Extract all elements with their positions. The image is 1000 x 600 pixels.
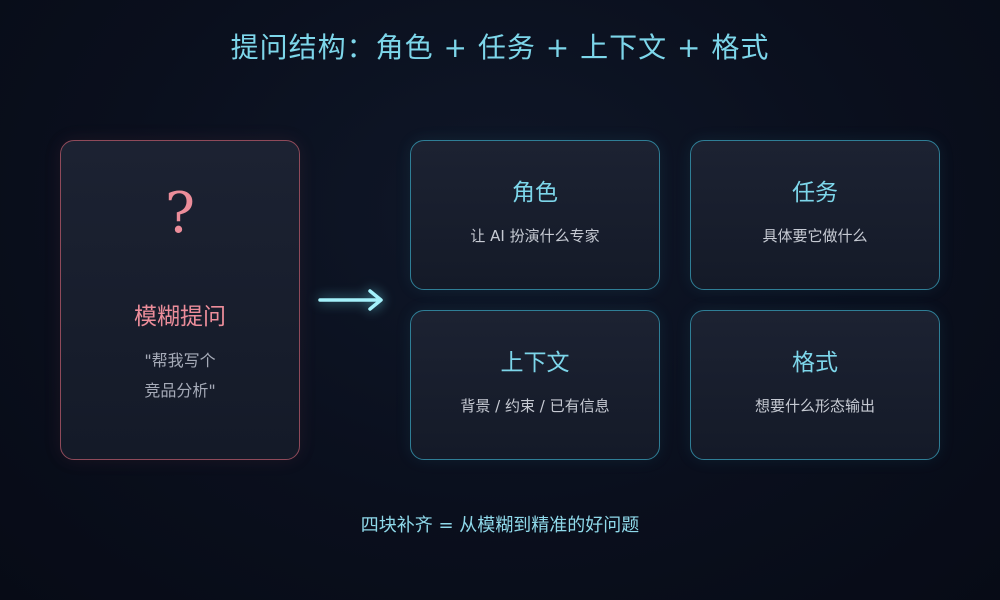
question-mark-icon: ? (164, 181, 196, 246)
context-card-title: 上下文 (500, 350, 570, 376)
context-card: 上下文 背景 / 约束 / 已有信息 (410, 310, 660, 460)
vague-example-line-1: "帮我写个 (144, 351, 216, 370)
task-card: 任务 具体要它做什么 (690, 140, 940, 290)
role-card: 角色 让 AI 扮演什么专家 (410, 140, 660, 290)
format-card-desc: 想要什么形态输出 (754, 397, 875, 415)
role-card-title: 角色 (512, 180, 558, 206)
task-card-title: 任务 (792, 180, 838, 206)
format-card: 格式 想要什么形态输出 (690, 310, 940, 460)
vague-question-example: "帮我写个 竞品分析" (60, 346, 300, 406)
context-card-desc: 背景 / 约束 / 已有信息 (460, 397, 610, 415)
vague-example-line-2: 竞品分析" (144, 381, 216, 400)
vague-question-card (60, 140, 300, 460)
summary-caption: 四块补齐 = 从模糊到精准的好问题 (360, 515, 640, 536)
right-arrow-icon (318, 289, 383, 311)
task-card-desc: 具体要它做什么 (762, 227, 868, 245)
diagram-title: 提问结构：角色 + 任务 + 上下文 + 格式 (230, 31, 770, 64)
role-card-desc: 让 AI 扮演什么专家 (470, 227, 600, 245)
vague-question-label: 模糊提问 (134, 304, 226, 330)
format-card-title: 格式 (792, 350, 838, 376)
